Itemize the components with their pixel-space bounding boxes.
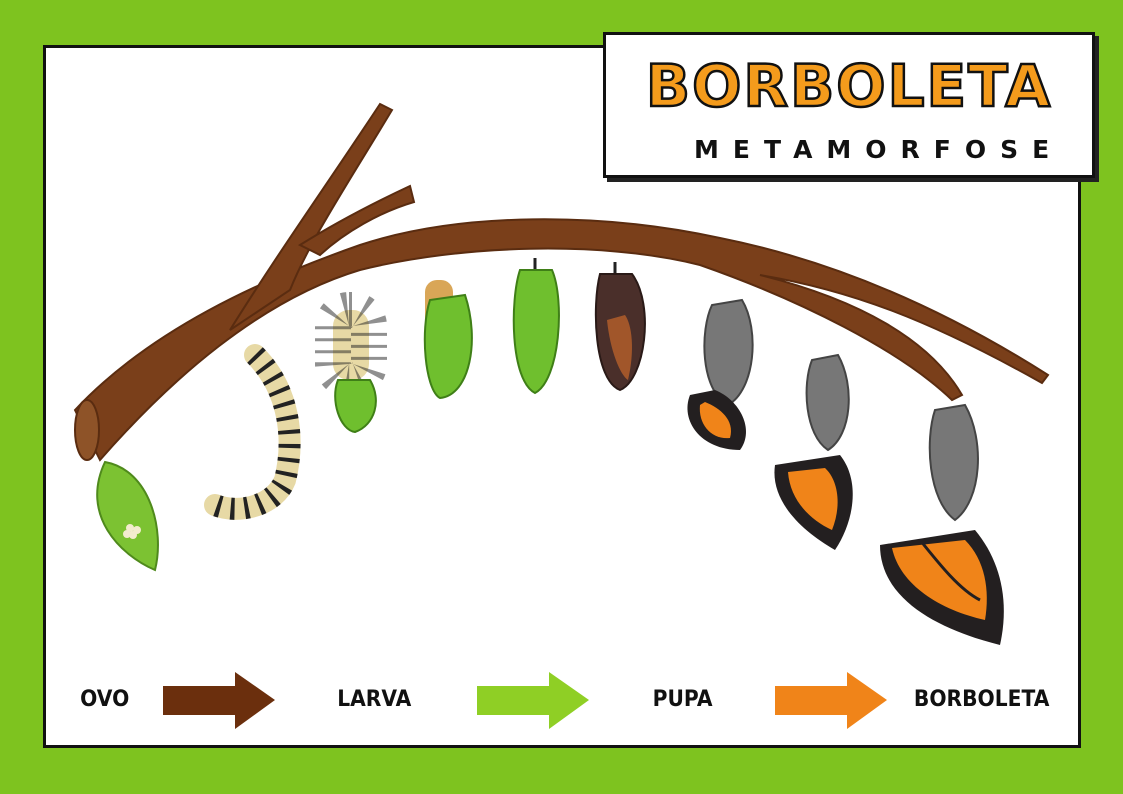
stage-label-pupa: PUPA bbox=[652, 687, 713, 712]
stage-label-borboleta: BORBOLETA bbox=[913, 687, 1050, 712]
emerging-butterfly-2 bbox=[774, 353, 853, 550]
page-subtitle: METAMORFOSE bbox=[694, 135, 1064, 164]
caterpillar bbox=[204, 344, 301, 520]
branch bbox=[73, 102, 1050, 462]
title-box: BORBOLETA METAMORFOSE bbox=[603, 32, 1095, 178]
pupa-forming-2 bbox=[423, 280, 473, 400]
stage-label-larva: LARVA bbox=[337, 687, 412, 712]
pupa-forming-1 bbox=[315, 292, 387, 434]
dark-chrysalis bbox=[594, 262, 646, 392]
adult-butterfly bbox=[880, 403, 1004, 645]
arrow-larva-to-pupa bbox=[477, 672, 589, 729]
page-title: BORBOLETA bbox=[645, 52, 1053, 120]
egg-leaf bbox=[96, 460, 159, 572]
arrow-ovo-to-larva bbox=[163, 672, 275, 729]
stage-label-ovo: OVO bbox=[80, 687, 130, 712]
emerging-butterfly-1 bbox=[687, 298, 754, 450]
arrow-pupa-to-borboleta bbox=[775, 672, 887, 729]
green-chrysalis bbox=[512, 258, 560, 395]
